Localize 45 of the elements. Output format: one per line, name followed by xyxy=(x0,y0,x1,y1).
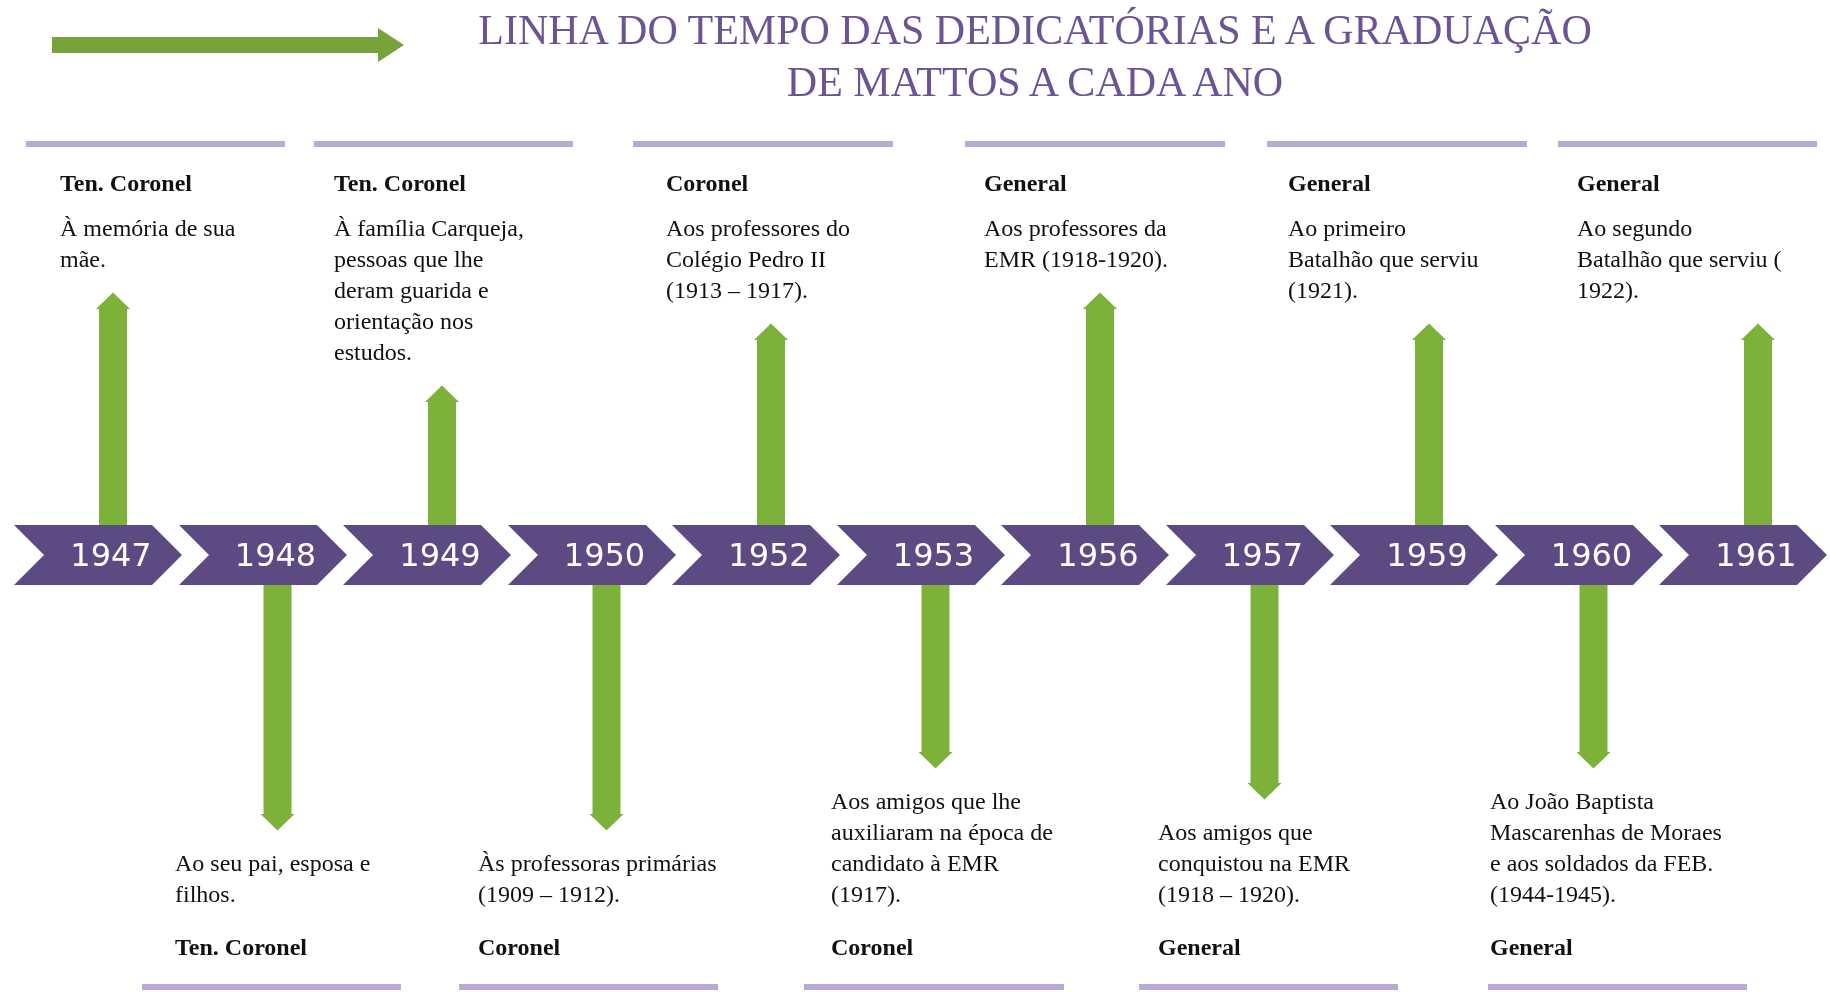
dedication-text: Aos amigos que conquistou na EMR (1918 – 1920). xyxy=(1158,818,1351,909)
block-arrow xyxy=(1412,323,1446,525)
year-banner: 1956 xyxy=(1001,525,1169,585)
dedication-text: Aos professores da EMR (1918-1920). xyxy=(984,214,1169,274)
year-banner: 1948 xyxy=(178,525,347,585)
block-arrow xyxy=(1247,585,1282,800)
dedication-text: Ao segundo Batalhão que serviu ( 1922). xyxy=(1577,214,1782,305)
dedication-text: Às professoras primárias (1909 – 1912). xyxy=(478,849,718,909)
rank-heading: General xyxy=(984,169,1068,198)
rank-heading: Ten. Coronel xyxy=(60,169,194,198)
year-banner: 1949 xyxy=(343,525,511,585)
dedication-text: Ao primeiro Batalhão que serviu (1921). xyxy=(1288,214,1480,305)
block-arrow xyxy=(425,385,459,525)
dedication-text: Aos amigos que lhe auxiliaram na época de candidato à EMR (1917). xyxy=(831,787,1054,909)
year-banner: 1959 xyxy=(1330,525,1498,585)
year-banner: 1961 xyxy=(1659,525,1827,585)
block-arrow xyxy=(1741,323,1775,525)
dedication-text: À família Carqueja, pessoas que lhe deram guarida e orientação nos estudos. xyxy=(334,214,525,367)
rank-heading: Coronel xyxy=(478,933,562,962)
block-arrow xyxy=(589,585,624,831)
year-banner: 1957 xyxy=(1165,525,1334,585)
block-arrow xyxy=(1083,292,1117,525)
year-banner: 1960 xyxy=(1494,525,1663,585)
dedication-text: À memória de sua mãe. xyxy=(60,214,237,274)
rank-heading: Ten. Coronel xyxy=(175,933,309,962)
year-banner: 1952 xyxy=(672,525,840,585)
title: LINHA DO TEMPO DAS DEDICATÓRIAS E A GRADUAÇÃO DE MATTOS A CADA ANO xyxy=(477,6,1593,107)
rank-heading: General xyxy=(1288,169,1372,198)
rank-heading: General xyxy=(1158,933,1242,962)
dedication-text: Aos professores do Colégio Pedro II (1913 – 1917). xyxy=(666,214,851,305)
year-banner: 1950 xyxy=(507,525,676,585)
rank-heading: Coronel xyxy=(666,169,750,198)
dedication-text: Ao seu pai, esposa e filhos. xyxy=(175,849,372,909)
dedication-text: Ao João Baptista Mascarenhas de Moraes e aos soldados da FEB. (1944-1945). xyxy=(1490,787,1723,909)
block-arrow xyxy=(918,585,953,769)
rank-heading: General xyxy=(1490,933,1574,962)
rank-heading: General xyxy=(1577,169,1661,198)
block-arrow xyxy=(96,292,130,525)
rank-heading: Coronel xyxy=(831,933,915,962)
year-banner: 1947 xyxy=(14,525,182,585)
block-arrow xyxy=(754,323,788,525)
block-arrow xyxy=(260,585,295,831)
block-arrow xyxy=(1576,585,1611,769)
year-banner: 1953 xyxy=(836,525,1005,585)
rank-heading: Ten. Coronel xyxy=(334,169,468,198)
